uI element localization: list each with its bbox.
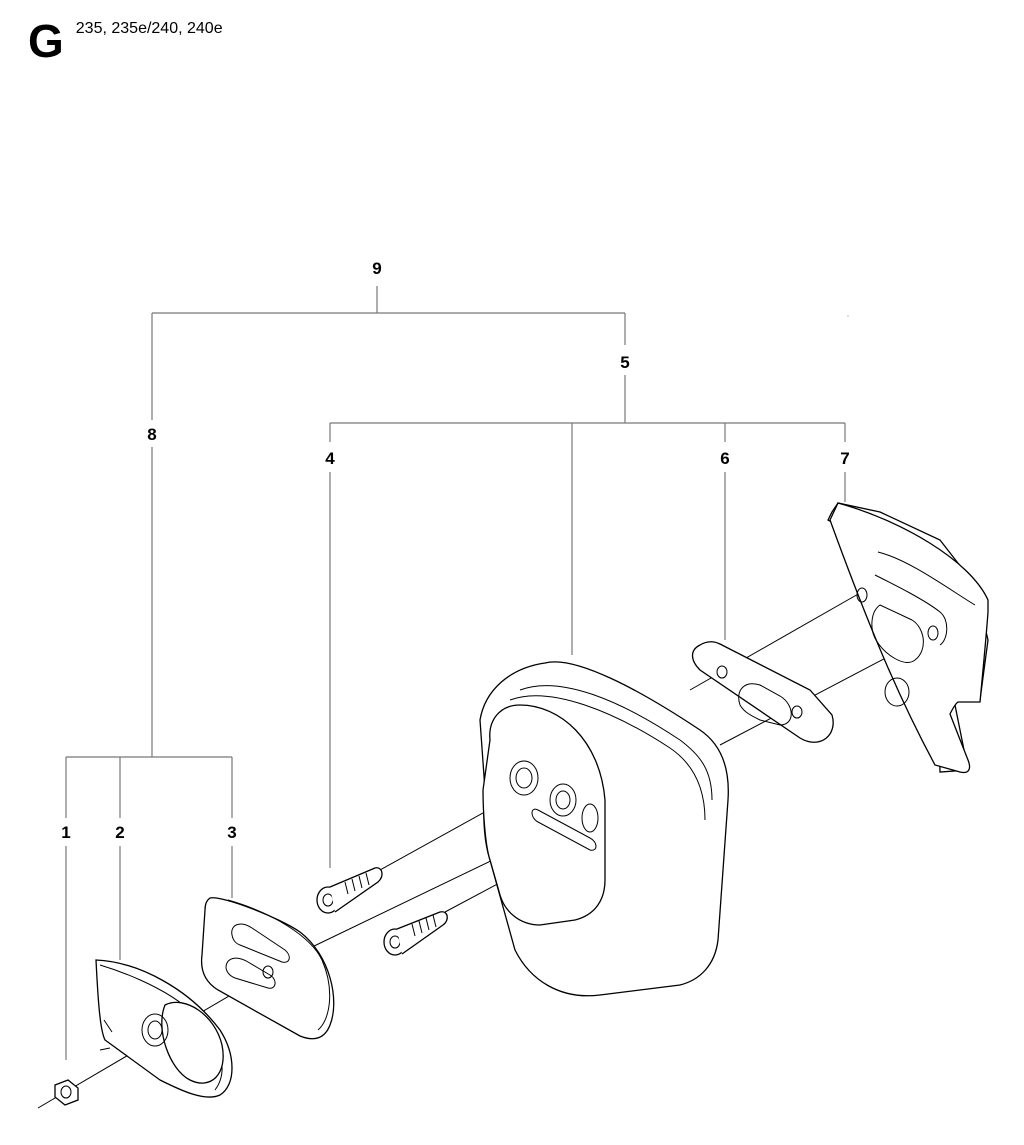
callout-9[interactable]: 9 [372, 259, 381, 278]
callout-3[interactable]: 3 [227, 823, 236, 842]
screw-icon[interactable] [316, 867, 448, 956]
callout-6[interactable]: 6 [720, 449, 729, 468]
model-list: 235, 235e/240, 240e [75, 20, 223, 37]
muffler-cover-icon[interactable] [95, 959, 233, 1098]
callout-7[interactable]: 7 [840, 449, 849, 468]
cover-plate-icon[interactable] [200, 897, 335, 1040]
page-header: G 235, 235e/240, 240e [28, 18, 223, 64]
stray-dot [847, 315, 849, 317]
screw-lower[interactable] [383, 911, 448, 956]
callout-2[interactable]: 2 [115, 823, 124, 842]
assembly-tree-lines [65, 286, 846, 1060]
callout-5[interactable]: 5 [620, 353, 629, 372]
nut-icon[interactable] [54, 1079, 79, 1106]
callout-labels: 9 5 8 4 6 7 1 2 3 [61, 259, 849, 842]
callout-1[interactable]: 1 [61, 823, 70, 842]
callout-8[interactable]: 8 [147, 425, 156, 444]
gasket-icon[interactable] [691, 641, 834, 743]
heat-shield-icon[interactable] [827, 502, 989, 774]
screw-upper[interactable] [316, 867, 383, 914]
callout-4[interactable]: 4 [325, 449, 335, 468]
section-letter: G [28, 15, 64, 67]
muffler-icon[interactable] [479, 661, 729, 997]
